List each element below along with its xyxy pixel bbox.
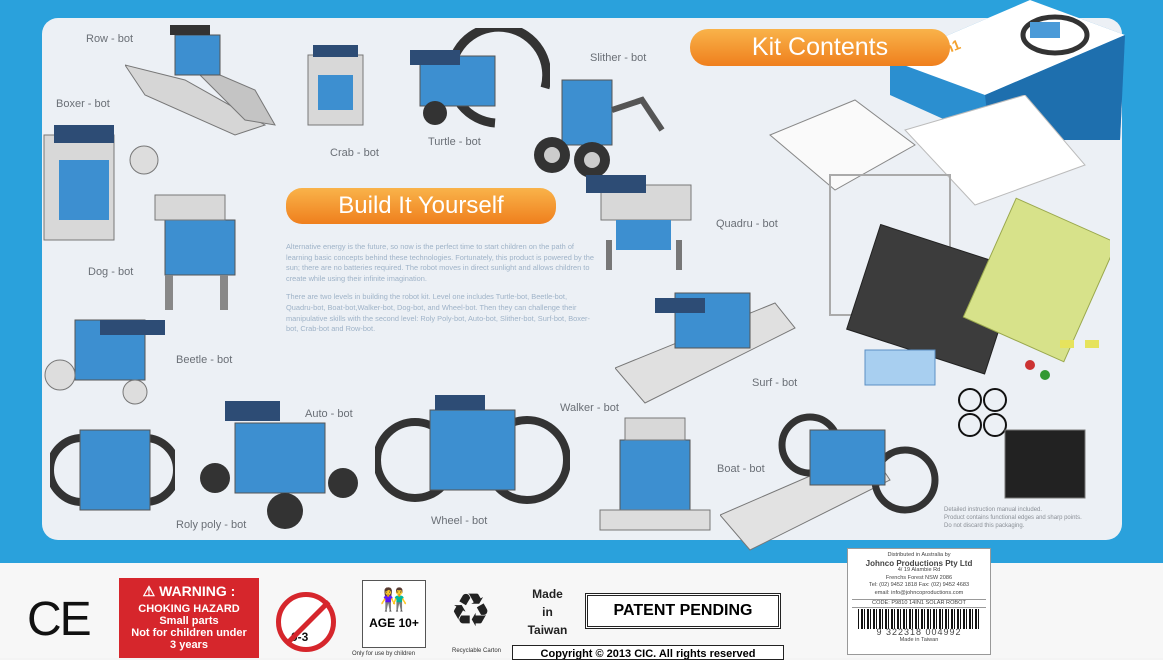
surf-bot-label: Surf - bot [752,377,798,389]
quadru-bot-label: Quadru - bot [716,218,778,230]
beetle-bot-label: Beetle - bot [176,354,233,366]
patent-pending: PATENT PENDING [585,593,781,629]
rolypoly-bot-label: Roly poly - bot [176,519,247,531]
made-in-line-1: Made [532,587,563,601]
rolypoly-bot-image [50,429,175,511]
children-icon: 👫 [380,587,408,612]
wheel-bot-image [375,395,570,504]
distrib-line-3: 4/ 19 Alambie Rd [897,567,941,574]
warning-title-text: WARNING : [159,583,236,599]
distrib-code: CODE: P9810 14IN1 SOLAR ROBOT [852,598,986,609]
made-in-taiwan: Made in Taiwan [520,585,575,639]
turtle-bot-image [410,28,550,128]
quadru-bot-image [586,175,692,270]
warning-line-3: Not for children under [131,627,247,639]
slither-bot-image [534,79,665,178]
recycle-icon: ♻ [450,584,492,636]
crab-bot-image [307,45,364,126]
distrib-line-1: Distributed in Australia by [887,552,951,558]
warning-line-1: CHOKING HAZARD [138,603,240,615]
wheel-bot-label: Wheel - bot [431,515,488,527]
turtle-bot-label: Turtle - bot [428,136,481,148]
kit-contents-title: Kit Contents [751,33,889,61]
description-text: Alternative energy is the future, so now… [286,242,596,343]
dog-bot-label: Dog - bot [88,266,134,278]
distrib-line-4: Frenchs Forest NSW 2086 [885,574,953,581]
boat-bot-image [720,413,939,551]
made-in-line-2: in [542,605,553,619]
kit-note: Detailed instruction manual included. Pr… [944,506,1082,530]
walker-bot-label: Walker - bot [560,402,619,414]
barcode-number: 9 322318 004992 [876,627,962,638]
description-paragraph-2: There are two levels in building the rob… [286,292,590,334]
barcode-image [858,609,980,630]
distrib-line-5: Tel: (02) 9452 1818 Fax: (02) 9452 4683 [868,582,970,589]
kit-contents-banner: Kit Contents [690,29,950,66]
kit-parts-image [769,95,1110,499]
warning-triangle-icon: ⚠ [142,583,156,599]
warning-title: ⚠ WARNING : [119,583,259,600]
dog-bot-image [154,194,236,310]
build-title: Build It Yourself [338,192,504,219]
recycle-label: Recyclable Carton [452,648,502,654]
description-paragraph-1: Alternative energy is the future, so now… [286,242,594,283]
distrib-made-in: Made in Taiwan [899,636,939,643]
distrib-line-6: email: info@johncoproductions.com [874,589,964,596]
kit-note-line-1: Detailed instruction manual included. [944,507,1043,513]
slither-bot-label: Slither - bot [590,52,647,64]
distributor-label: Distributed in Australia by Johnco Produ… [847,548,991,655]
kit-note-line-2: Product contains functional edges and sh… [944,515,1082,521]
row-bot-image [125,25,276,136]
boxer-bot-label: Boxer - bot [56,98,110,110]
boat-bot-label: Boat - bot [717,463,765,475]
auto-bot-label: Auto - bot [305,408,353,420]
made-in-line-3: Taiwan [527,623,568,637]
age-box: 👫 AGE 10+ [362,580,426,648]
warning-line-4: 3 years [170,639,208,651]
auto-bot-image [200,401,358,529]
row-bot-label: Row - bot [86,33,134,45]
adult-note: Only for use by children [352,651,416,657]
distrib-company: Johnco Productions Pty Ltd [865,558,973,568]
age-box-text: AGE 10+ [369,616,419,630]
crab-bot-label: Crab - bot [330,147,379,159]
build-banner: Build It Yourself [286,188,556,224]
kit-note-line-3: Do not discard this packaging. [944,523,1025,529]
warning-line-2: Small parts [159,615,219,627]
choking-hazard-warning: ⚠ WARNING : CHOKING HAZARD Small parts N… [119,578,259,658]
boxer-bot-image [43,125,159,241]
age-0-3-symbol: 0-3 [276,592,336,652]
surf-bot-image [615,292,796,404]
beetle-bot-image [44,319,165,405]
walker-bot-image [599,417,711,531]
ce-mark: CE [27,593,92,646]
